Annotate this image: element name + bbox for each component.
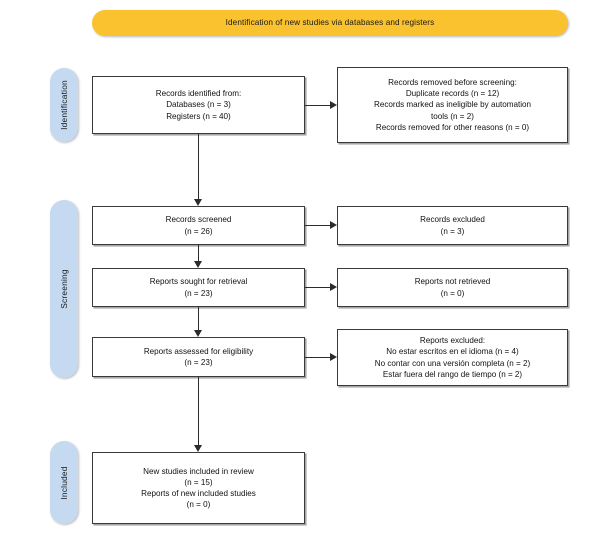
text-line: Reports of new included studies <box>141 489 256 498</box>
box-studies-included-text: New studies included in review (n = 15) … <box>141 466 256 511</box>
box-reports-not-retrieved-text: Reports not retrieved (n = 0) <box>415 276 491 298</box>
box-reports-excluded-text: Reports excluded: No estar escritos en e… <box>375 335 530 380</box>
connector-sought-to-assessed <box>198 307 199 330</box>
stage-label-screening: Screening <box>59 269 69 309</box>
text-line: Records removed for other reasons (n = 0… <box>375 122 530 132</box>
text-line: Records excluded <box>420 215 485 225</box>
diagram-header-title: Identification of new studies via databa… <box>225 18 435 28</box>
text-line: (n = 15) <box>184 477 213 487</box>
text-line: Records screened <box>165 215 232 225</box>
text-line: Records marked as ineligible by automati… <box>373 100 531 110</box>
diagram-header-banner: Identification of new studies via databa… <box>92 10 568 36</box>
text-line: Records identified from: <box>155 89 242 99</box>
text-line: Records removed before screening: <box>388 77 517 87</box>
arrowhead-identified-to-screened <box>193 199 202 206</box>
connector-identified-to-removed <box>305 105 330 106</box>
connector-assessed-to-excluded <box>305 357 330 358</box>
text-line: Reports assessed for eligibility <box>143 346 254 356</box>
text-line: New studies included in review <box>143 466 254 476</box>
text-line: (n = 23) <box>184 358 213 367</box>
box-reports-sought-text: Reports sought for retrieval (n = 23) <box>150 276 248 298</box>
stage-label-identification: Identification <box>59 80 69 130</box>
stage-pill-screening: Screening <box>50 200 78 378</box>
box-records-screened-text: Records screened (n = 26) <box>166 214 232 236</box>
text-line: (n = 23) <box>184 288 213 298</box>
connector-screened-to-excluded <box>305 225 330 226</box>
stage-pill-identification: Identification <box>50 68 78 142</box>
box-reports-assessed: Reports assessed for eligibility (n = 23… <box>92 337 305 377</box>
connector-assessed-to-included <box>198 377 199 445</box>
box-records-identified: Records identified from: Databases (n = … <box>92 76 305 134</box>
box-reports-excluded: Reports excluded: No estar escritos en e… <box>337 329 568 386</box>
text-line: (n = 0) <box>186 500 211 510</box>
box-reports-assessed-text: Reports assessed for eligibility (n = 23… <box>144 346 253 368</box>
stage-pill-included: Included <box>50 441 78 524</box>
connector-screened-to-sought <box>198 245 199 261</box>
text-line: No estar escritos en el idioma (n = 4) <box>386 347 519 357</box>
text-line: Registers (n = 40) <box>166 111 231 121</box>
box-records-excluded: Records excluded (n = 3) <box>337 206 568 245</box>
box-reports-sought: Reports sought for retrieval (n = 23) <box>92 268 305 307</box>
box-records-screened: Records screened (n = 26) <box>92 206 305 245</box>
text-line: No contar con una versión completa (n = … <box>374 358 531 368</box>
text-line: (n = 26) <box>184 226 213 236</box>
arrowhead-assessed-to-excluded <box>330 353 337 361</box>
text-line: Reports not retrieved <box>414 277 491 287</box>
text-line: (n = 3) <box>440 226 465 236</box>
arrowhead-identified-to-removed <box>330 101 337 109</box>
arrowhead-sought-to-assessed <box>193 330 202 337</box>
arrowhead-sought-to-not-retrieved <box>330 283 337 291</box>
text-line: tools (n = 2) <box>431 111 474 121</box>
text-line: (n = 0) <box>440 288 465 298</box>
box-reports-not-retrieved: Reports not retrieved (n = 0) <box>337 268 568 307</box>
box-records-removed: Records removed before screening: Duplic… <box>337 67 568 143</box>
arrowhead-screened-to-sought <box>193 261 202 268</box>
connector-sought-to-not-retrieved <box>305 287 330 288</box>
text-line: Estar fuera del rango de tiempo (n = 2) <box>382 369 523 379</box>
text-line: Databases (n = 3) <box>166 100 231 110</box>
text-line: Reports excluded: <box>419 336 486 346</box>
text-line: Reports sought for retrieval <box>149 277 248 287</box>
arrowhead-assessed-to-included <box>193 445 202 452</box>
box-records-identified-text: Records identified from: Databases (n = … <box>156 88 241 122</box>
text-line: Duplicate records (n = 12) <box>405 89 500 99</box>
box-records-removed-text: Records removed before screening: Duplic… <box>374 77 531 133</box>
connector-identified-to-screened <box>198 134 199 199</box>
stage-label-included: Included <box>59 465 69 500</box>
arrowhead-screened-to-excluded <box>330 221 337 229</box>
box-records-excluded-text: Records excluded (n = 3) <box>420 214 485 236</box>
box-studies-included: New studies included in review (n = 15) … <box>92 452 305 524</box>
